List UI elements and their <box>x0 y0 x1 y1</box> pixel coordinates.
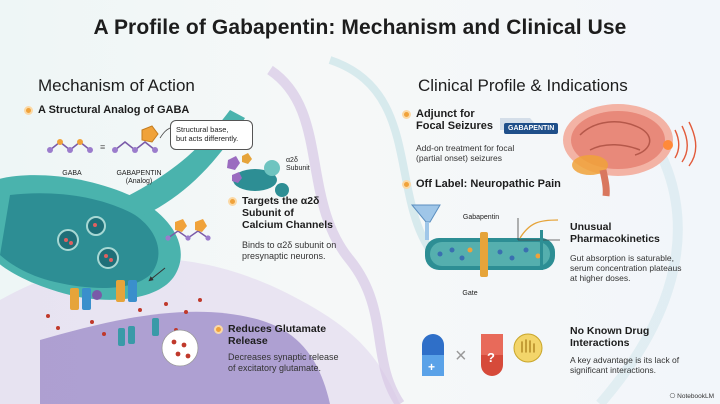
center-wave-line-2 <box>328 56 434 253</box>
off-label-heading: Off Label: Neuropathic Pain <box>402 178 561 190</box>
callout-line: but acts differently. <box>176 134 239 143</box>
subunit-label-line: α2δ <box>286 157 298 164</box>
structural-analog-heading: A Structural Analog of GABA <box>24 104 189 116</box>
gabapentin-tag: GABAPENTIN <box>504 123 559 134</box>
alpha2delta-subunit-label: α2δ Subunit <box>286 157 322 173</box>
pk-gabapentin-label: Gabapentin <box>462 214 500 221</box>
gabapentin-analog-label: GABAPENTIN (Analog) <box>108 170 170 186</box>
svg-text:+: + <box>428 360 435 374</box>
structural-callout: Structural base, but acts differently. <box>170 120 253 150</box>
bullet-dot-icon <box>402 109 411 119</box>
glutamate-body: Decreases synaptic release of excitatory… <box>228 352 339 373</box>
receptor <box>118 328 125 346</box>
glutamate-particles <box>46 298 202 336</box>
pk-heading: Unusual Pharmacokinetics <box>570 221 660 245</box>
subunit-label-line: Subunit <box>286 165 310 173</box>
svg-text:≡: ≡ <box>100 142 105 152</box>
clinical-heading: Clinical Profile & Indications <box>418 76 628 95</box>
pk-body: Gut absorption is saturable, serum conce… <box>570 253 682 284</box>
alpha2delta-subunit-illustration <box>227 153 289 197</box>
calcium-channel-illustration <box>70 280 137 310</box>
bullet-dot-icon <box>214 324 223 334</box>
adjunct-heading: Adjunct for Focal Seizures <box>402 108 493 133</box>
targets-body: Binds to α2δ subunit on presynaptic neur… <box>242 240 337 261</box>
analog-label: (Analog) <box>125 178 153 186</box>
interactions-heading: No Known Drug Interactions <box>570 325 650 349</box>
center-wave-line <box>267 65 405 404</box>
brain-illustration <box>563 104 697 197</box>
mechanism-heading: Mechanism of Action <box>38 76 195 95</box>
watermark-label: ⎔ NotebookLM <box>669 393 714 400</box>
zoom-circle <box>161 329 199 367</box>
presynaptic-neuron-illustration <box>0 110 245 300</box>
glutamate-heading: Reduces Glutamate Release <box>214 323 326 348</box>
page-title: A Profile of Gabapentin: Mechanism and C… <box>93 16 627 39</box>
bullet-dot-icon <box>402 179 411 189</box>
gabapentin-label: GABAPENTIN <box>116 170 162 177</box>
svg-text:?: ? <box>487 350 495 365</box>
notebook-logo-icon: ⎔ <box>669 393 678 400</box>
gate-label: Gate <box>462 290 478 297</box>
receptor <box>128 326 135 344</box>
gaba-label: GABA <box>62 170 82 177</box>
targets-heading: Targets the α2δ Subunit of Calcium Chann… <box>228 195 333 231</box>
svg-text:×: × <box>455 345 467 367</box>
receptor <box>152 318 159 336</box>
drug-interaction-illustration: + × ? <box>422 333 543 376</box>
pk-illustration <box>410 204 560 277</box>
interactions-body: A key advantage is its lack of significa… <box>570 355 680 376</box>
bullet-dot-icon <box>24 105 33 115</box>
adjunct-body: Add-on treatment for focal (partial onse… <box>416 143 515 164</box>
callout-line: Structural base, <box>176 125 229 134</box>
bullet-dot-icon <box>228 196 237 206</box>
